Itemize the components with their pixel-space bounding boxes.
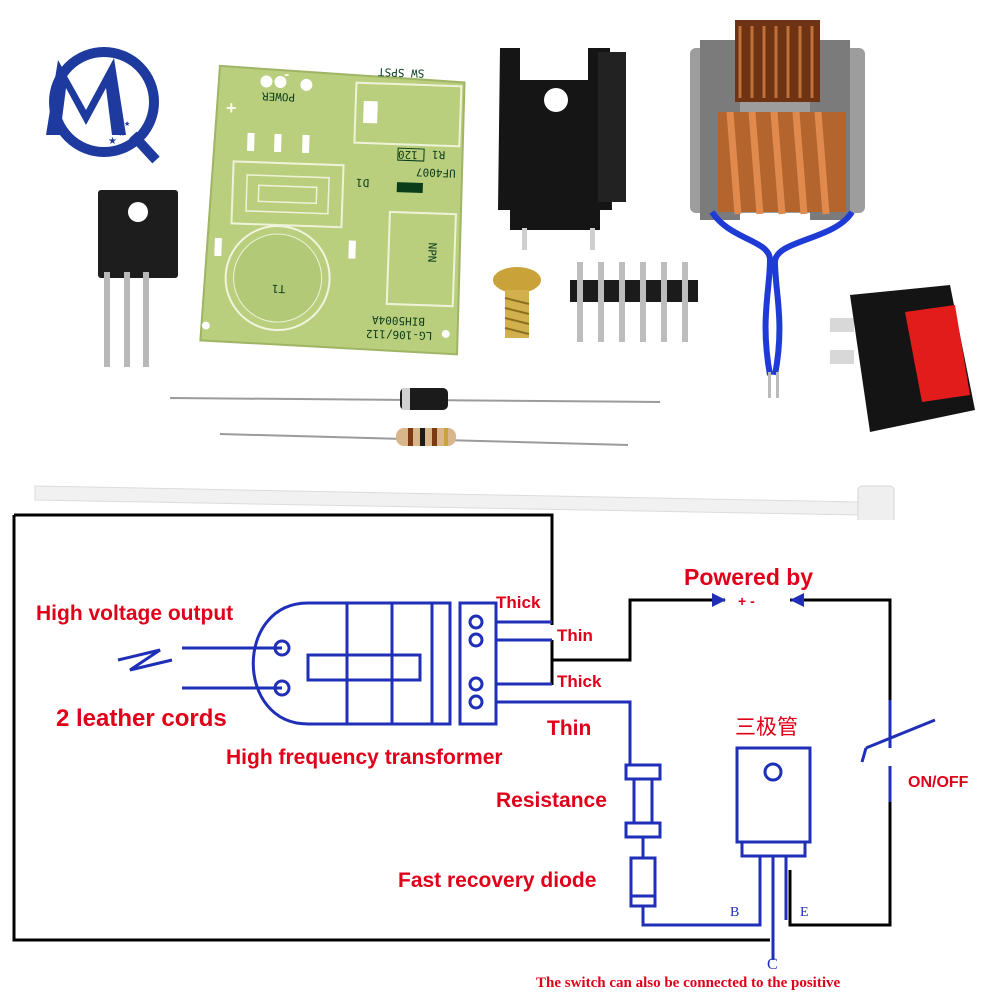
label-pin-b: B <box>730 905 740 920</box>
mq-logo-icon: ★ ★ ★ <box>46 47 160 164</box>
diode-part-icon <box>169 388 661 410</box>
arrow-minus-icon <box>790 593 804 607</box>
label-on-off: ON/OFF <box>908 774 969 791</box>
switch-symbol <box>860 700 936 802</box>
svg-text:★: ★ <box>124 120 130 128</box>
svg-text:★: ★ <box>118 129 125 138</box>
label-powered-by: Powered by <box>684 564 814 590</box>
transistor-symbol <box>735 746 812 960</box>
parts-photo <box>34 20 975 520</box>
label-thick-2: Thick <box>557 672 602 691</box>
label-thin-2: Thin <box>547 717 592 740</box>
label-footnote: The switch can also be connected to the … <box>536 975 841 991</box>
label-leather-cords: 2 leather cords <box>56 705 227 732</box>
label-resistance: Resistance <box>496 789 607 812</box>
pin-header-part-icon <box>570 262 698 342</box>
label-pin-c: C <box>767 956 778 973</box>
screw-part-icon <box>493 267 541 338</box>
black-wires <box>12 513 892 942</box>
label-thick-1: Thick <box>496 593 541 612</box>
label-fast-recovery-diode: Fast recovery diode <box>398 869 597 892</box>
label-thin-1: Thin <box>557 626 593 645</box>
hv-spark-icon <box>117 648 173 672</box>
label-high-voltage-output: High voltage output <box>36 602 234 625</box>
label-hf-transformer: High frequency transformer <box>226 746 503 769</box>
label-transistor-cn: 三极管 <box>735 715 798 739</box>
arrow-plus-icon <box>712 593 726 607</box>
hf-transformer-symbol <box>182 601 632 765</box>
label-pin-e: E <box>800 905 809 920</box>
transistor-part-icon <box>98 190 178 367</box>
resistor-part-icon <box>219 428 629 446</box>
resistor-diode-symbols <box>624 763 762 927</box>
pcb-board-icon <box>199 64 466 356</box>
hv-transformer-part-icon <box>690 20 865 398</box>
heatsink-part-icon <box>498 48 626 250</box>
svg-text:★: ★ <box>108 136 117 147</box>
cable-tie-part-icon <box>34 485 895 520</box>
brand-logo: ★ ★ ★ <box>38 40 163 165</box>
label-polarity: + - <box>738 593 755 609</box>
rocker-switch-part-icon <box>830 285 975 432</box>
